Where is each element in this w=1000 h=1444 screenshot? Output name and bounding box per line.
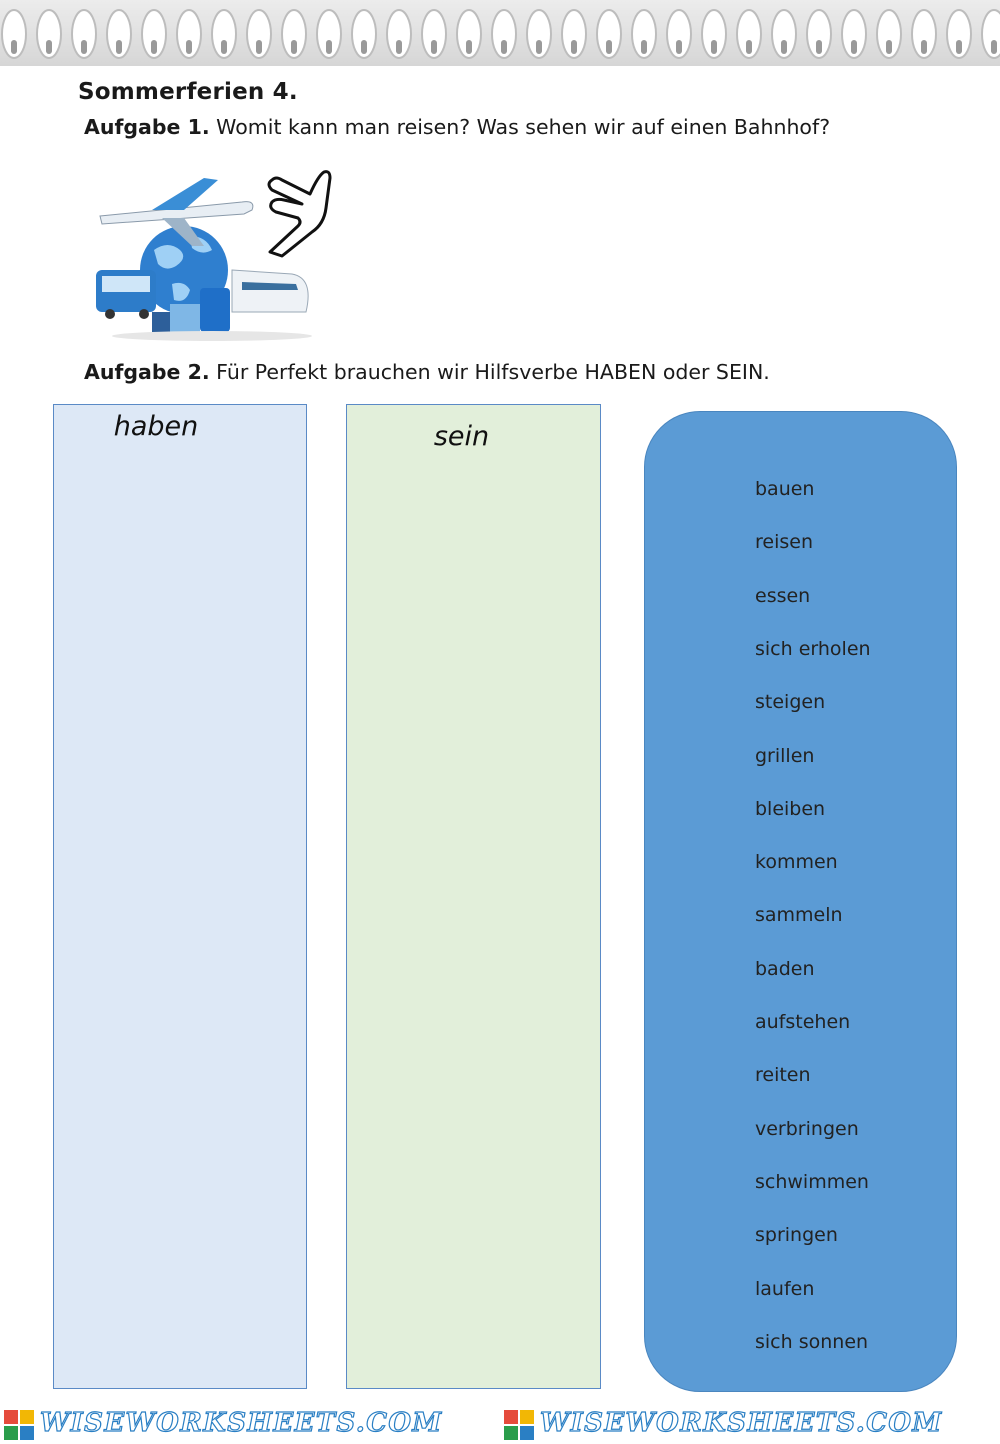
word-item[interactable]: steigen (755, 691, 826, 714)
task-2-text: Für Perfekt brauchen wir Hilfsverbe HABE… (209, 360, 770, 384)
brand-name: WISEWORKSHEETS.COM (539, 1407, 943, 1438)
word-item[interactable]: sammeln (755, 904, 843, 927)
brand-name: WISEWORKSHEETS.COM (39, 1407, 443, 1438)
word-item[interactable]: kommen (755, 851, 838, 874)
word-item[interactable]: springen (755, 1224, 838, 1247)
page-title: Sommerferien 4. (78, 79, 298, 105)
pointing-hand-icon (267, 170, 332, 258)
travel-illustration-icon (92, 166, 338, 344)
word-item[interactable]: sich sonnen (755, 1330, 869, 1353)
task-1: Aufgabe 1. Womit kann man reisen? Was se… (84, 115, 830, 139)
word-item[interactable]: schwimmen (755, 1170, 869, 1193)
task-1-label: Aufgabe 1. (84, 115, 210, 139)
brand-logo-icon (4, 1410, 34, 1440)
word-item[interactable]: baden (755, 957, 815, 980)
word-item[interactable]: reiten (755, 1064, 811, 1087)
task-1-text: Womit kann man reisen? Was sehen wir auf… (209, 115, 831, 139)
sein-drop-column[interactable]: sein (346, 404, 601, 1389)
word-item[interactable]: grillen (755, 744, 815, 767)
word-item[interactable]: aufstehen (755, 1011, 851, 1033)
sein-column-title: sein (433, 421, 490, 452)
spiral-binding (0, 0, 1000, 66)
brand-logo-icon (504, 1410, 534, 1440)
task-2: Aufgabe 2. Für Perfekt brauchen wir Hilf… (84, 360, 770, 384)
word-item[interactable]: verbringen (755, 1117, 859, 1140)
brand-footer: WISEWORKSHEETS.COM WISEWORKSHEETS.COM (0, 1404, 1000, 1444)
word-item[interactable]: sich erholen (755, 637, 871, 660)
haben-drop-column[interactable]: haben (53, 404, 307, 1389)
word-bank: bauen reisen essen sich erholen steigen grill… (644, 411, 957, 1392)
task-2-label: Aufgabe 2. (84, 360, 210, 384)
word-item[interactable]: bleiben (755, 797, 826, 820)
word-item[interactable]: essen (755, 584, 811, 607)
haben-column-title: haben (113, 411, 199, 442)
word-item[interactable]: bauen (755, 478, 815, 500)
word-item[interactable]: laufen (755, 1277, 815, 1300)
word-item[interactable]: reisen (755, 531, 813, 554)
